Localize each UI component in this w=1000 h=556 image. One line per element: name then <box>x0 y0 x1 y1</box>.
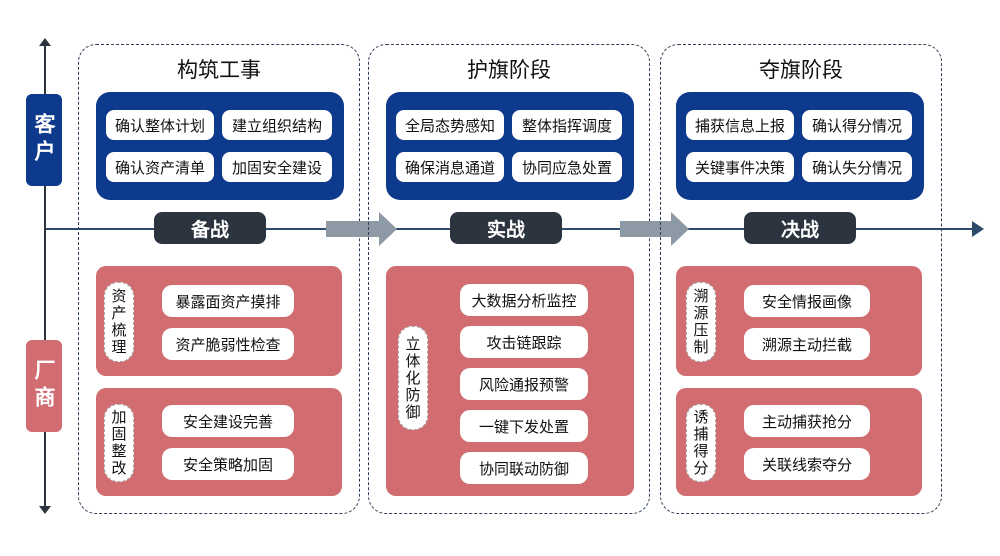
vendor-item: 资产脆弱性检查 <box>162 328 294 360</box>
flow-arrow-head-icon <box>379 212 397 246</box>
axis-arrow-up-icon <box>39 38 51 46</box>
vendor-group-tag: 诱捕得分 <box>686 404 716 482</box>
phase-3-title: 夺旗阶段 <box>759 58 843 82</box>
vendor-label: 厂商 <box>26 340 62 432</box>
vendor-item: 一键下发处置 <box>460 410 588 442</box>
vendor-item: 协同联动防御 <box>460 452 588 484</box>
vendor-item: 暴露面资产摸排 <box>162 285 294 317</box>
stage-pill: 决战 <box>744 212 856 244</box>
client-label: 客户 <box>26 94 62 186</box>
client-item: 关键事件决策 <box>686 152 794 182</box>
vendor-item: 主动捕获抢分 <box>744 405 870 437</box>
client-item: 确认整体计划 <box>106 110 214 140</box>
phase-2-client-block <box>386 92 634 200</box>
vendor-item: 攻击链跟踪 <box>460 326 588 358</box>
client-item: 确保消息通道 <box>396 152 504 182</box>
vendor-group-tag: 溯源压制 <box>686 282 716 362</box>
flow-arrow-icon <box>620 221 672 237</box>
vendor-item: 关联线索夺分 <box>744 448 870 480</box>
client-item: 确认资产清单 <box>106 152 214 182</box>
client-item: 建立组织结构 <box>222 110 332 140</box>
phase-1-title: 构筑工事 <box>177 58 261 82</box>
vendor-item: 安全情报画像 <box>744 285 870 317</box>
phase-2-container <box>368 44 650 514</box>
phase-3-container <box>660 44 942 514</box>
stage-pill: 备战 <box>154 212 266 244</box>
timeline-arrow-icon <box>972 221 984 237</box>
client-item: 整体指挥调度 <box>512 110 622 140</box>
client-item: 全局态势感知 <box>396 110 504 140</box>
client-item: 协同应急处置 <box>512 152 622 182</box>
client-item: 确认得分情况 <box>802 110 912 140</box>
phase-1-container <box>78 44 360 514</box>
vertical-axis <box>44 42 46 510</box>
phase-3-client-block <box>676 92 924 200</box>
client-item: 捕获信息上报 <box>686 110 794 140</box>
vendor-group-tag: 资产梳理 <box>104 282 134 362</box>
flow-arrow-head-icon <box>671 212 689 246</box>
vendor-item: 溯源主动拦截 <box>744 328 870 360</box>
vendor-item: 风险通报预警 <box>460 368 588 400</box>
axis-arrow-down-icon <box>39 506 51 514</box>
vendor-item: 大数据分析监控 <box>460 284 588 316</box>
phase-1-client-block <box>96 92 344 200</box>
vendor-group-tag: 立体化防御 <box>398 326 428 430</box>
vendor-group-tag: 加固整改 <box>104 404 134 482</box>
client-item: 加固安全建设 <box>222 152 332 182</box>
flow-arrow-icon <box>326 221 380 237</box>
phase-2-title: 护旗阶段 <box>467 58 551 82</box>
stage-pill: 实战 <box>450 212 562 244</box>
client-item: 确认失分情况 <box>802 152 912 182</box>
vendor-item: 安全策略加固 <box>162 448 294 480</box>
vendor-item: 安全建设完善 <box>162 405 294 437</box>
